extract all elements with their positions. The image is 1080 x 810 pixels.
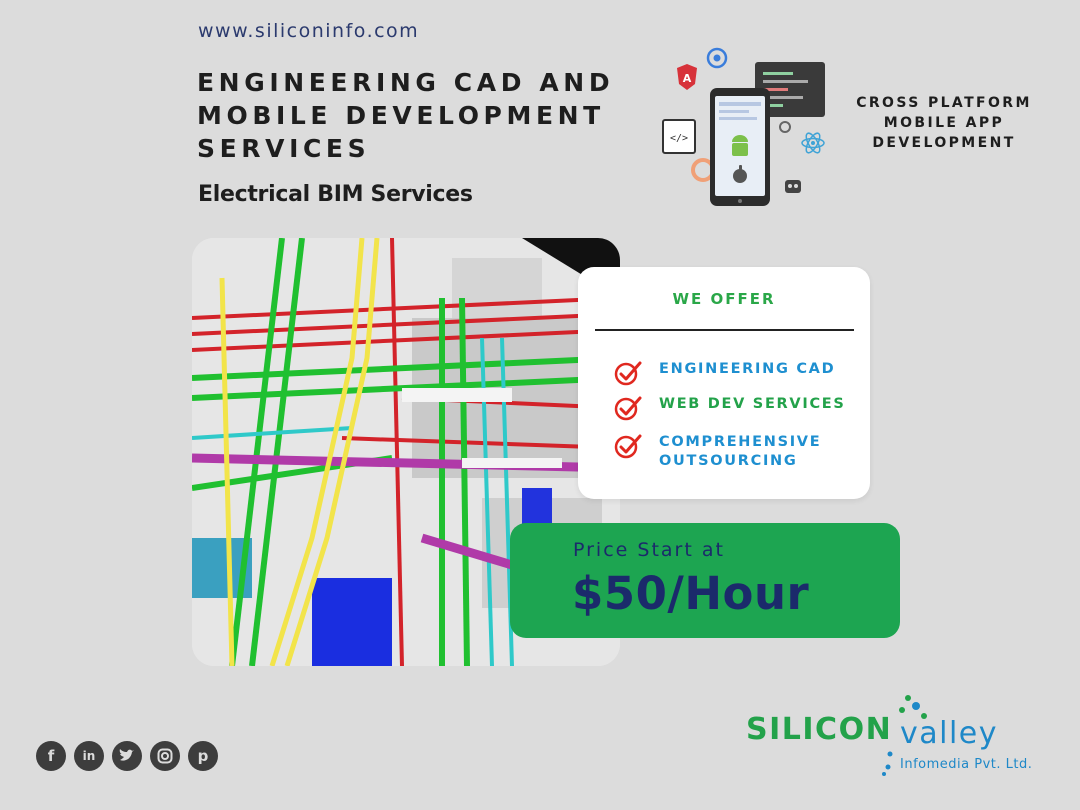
silicon-valley-logo: SILICON valley Infomedia Pvt. Ltd. (738, 692, 1050, 782)
apple-icon (733, 165, 747, 183)
facebook-icon[interactable]: f (36, 741, 66, 771)
svg-text:</>: </> (670, 133, 688, 144)
main-title: ENGINEERING CAD AND MOBILE DEVELOPMENT S… (197, 66, 637, 165)
title-line-1: ENGINEERING CAD AND (197, 68, 615, 97)
instagram-icon[interactable] (150, 741, 180, 771)
code-brackets-icon: </> (662, 119, 696, 154)
cross-line-2: MOBILE APP (883, 115, 1005, 131)
offer-item-outsourcing: COMPREHENSIVE OUTSOURCING (614, 433, 849, 471)
react-icon (801, 132, 825, 154)
offer-item-web-dev: WEB DEV SERVICES (614, 395, 846, 421)
android-icon (732, 135, 748, 156)
price-label: Price Start at (573, 539, 725, 561)
website-url[interactable]: www.siliconinfo.com (198, 20, 420, 42)
cross-line-3: DEVELOPMENT (872, 135, 1016, 151)
cross-line-1: CROSS PLATFORM (856, 95, 1032, 111)
angular-icon: A (677, 64, 697, 90)
offer-item-label: WEB DEV SERVICES (659, 396, 846, 412)
mobile-app-illustration: A </> (655, 40, 835, 215)
robot-icon (785, 180, 801, 193)
logo-word-silicon: SILICON (746, 712, 893, 747)
offer-divider (595, 329, 854, 331)
offer-item-label: COMPREHENSIVE OUTSOURCING (659, 434, 822, 469)
pinterest-icon[interactable]: p (188, 741, 218, 771)
svg-text:A: A (683, 72, 692, 85)
electrical-bim-image (192, 238, 620, 666)
code-window-icon (755, 62, 825, 117)
price-value: $50/Hour (572, 567, 810, 620)
cross-platform-title: CROSS PLATFORM MOBILE APP DEVELOPMENT (832, 93, 1056, 153)
offer-item-engineering-cad: ENGINEERING CAD (614, 360, 835, 386)
offer-title: WE OFFER (672, 290, 776, 308)
twitter-icon[interactable] (112, 741, 142, 771)
checkmark-icon (614, 434, 642, 459)
subtitle: Electrical BIM Services (198, 182, 473, 207)
logo-word-valley: valley (900, 716, 999, 751)
we-offer-card: WE OFFER ENGINEERING CAD WEB DEV SERVICE… (578, 267, 870, 499)
linkedin-icon[interactable]: in (74, 741, 104, 771)
ionic-icon (706, 47, 728, 69)
price-card: Price Start at $50/Hour (510, 523, 900, 638)
checkmark-icon (614, 361, 642, 386)
social-links: f in p (36, 741, 218, 771)
title-line-3: SERVICES (197, 134, 371, 163)
gear-icon (779, 121, 791, 133)
checkmark-icon (614, 396, 642, 421)
title-line-2: MOBILE DEVELOPMENT (197, 101, 605, 130)
logo-dots (882, 695, 927, 776)
offer-item-label: ENGINEERING CAD (659, 361, 836, 377)
logo-tagline: Infomedia Pvt. Ltd. (900, 757, 1033, 772)
